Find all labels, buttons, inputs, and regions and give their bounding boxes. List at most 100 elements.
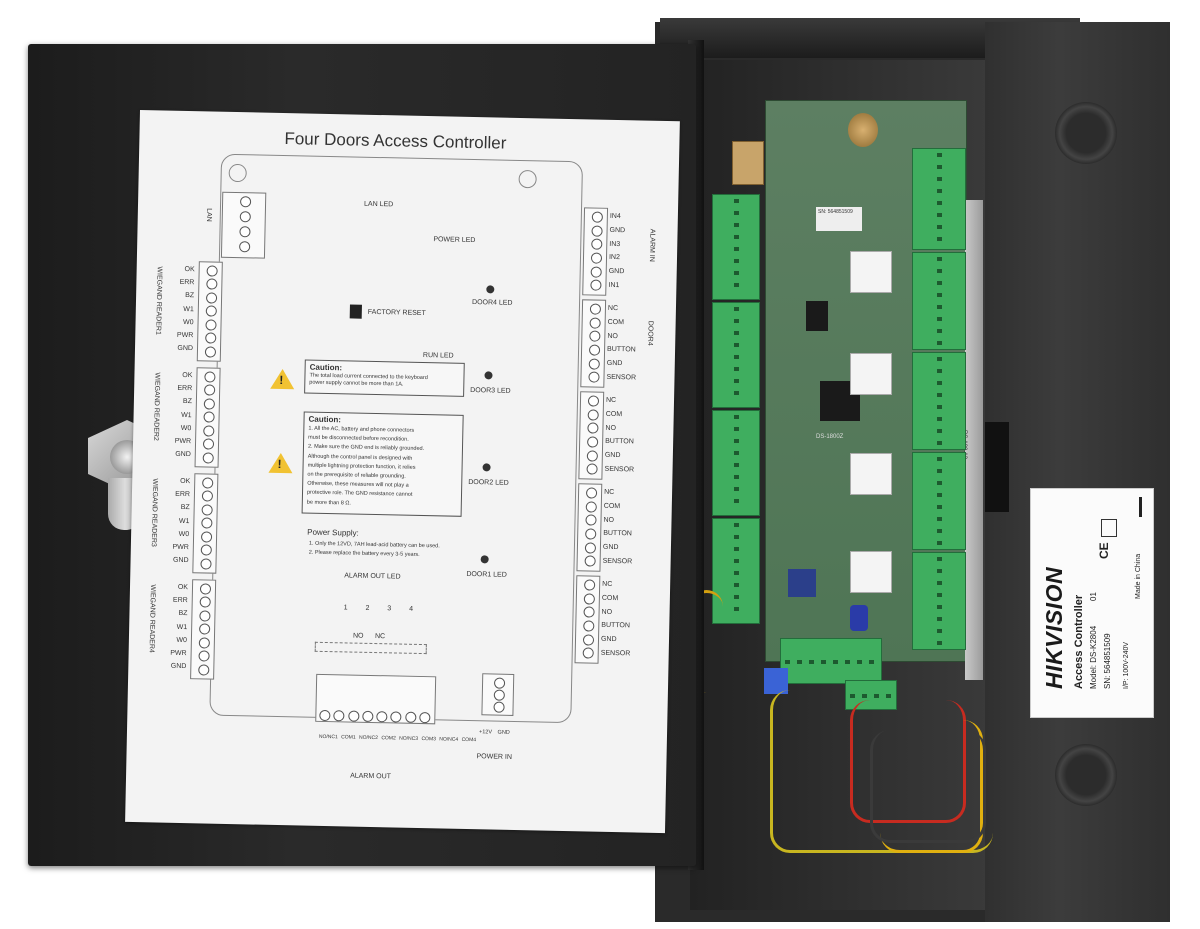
reader2-label: WIEGAND READER2 xyxy=(152,372,161,441)
terminal-screw-icon xyxy=(587,422,599,434)
terminal-screw-icon xyxy=(587,395,600,407)
door3-led-label: DOOR3 LED xyxy=(470,386,511,395)
terminal-screw-icon xyxy=(582,647,594,659)
terminal-screw-icon xyxy=(202,477,214,489)
terminal-screw-icon xyxy=(589,330,601,343)
label-model: Model: DS-K2804 xyxy=(1089,625,1098,689)
terminal-slot-icon xyxy=(734,523,739,527)
power-supply-title: Power Supply: xyxy=(307,527,359,538)
reader4-terminal xyxy=(190,579,217,680)
terminal-slot-icon xyxy=(937,441,942,445)
terminal-slot-icon xyxy=(734,307,739,311)
label-product: Access Controller xyxy=(1073,594,1085,689)
reader1-label: WIEGAND READER1 xyxy=(154,266,163,335)
terminal-slot-icon xyxy=(937,281,942,285)
terminal-block-door1[interactable] xyxy=(912,552,966,650)
terminal-screw-icon xyxy=(205,305,217,317)
run-led-label: RUN LED xyxy=(422,351,454,360)
terminal-slot-icon xyxy=(734,487,739,491)
terminal-slot-icon xyxy=(937,177,942,181)
label-origin: Made in China xyxy=(1135,553,1142,599)
terminal-slot-icon xyxy=(734,331,739,335)
terminal-slot-icon xyxy=(734,199,739,203)
terminal-screw-icon xyxy=(590,279,602,292)
terminal-screw-icon xyxy=(590,266,602,278)
door2-led-label: DOOR2 LED xyxy=(468,478,509,487)
terminal-slot-icon xyxy=(937,405,942,409)
terminal-block-alarm-out[interactable] xyxy=(780,638,882,684)
terminal-slot-icon xyxy=(734,223,739,227)
terminal-screw-icon xyxy=(199,610,211,622)
terminal-slot-icon xyxy=(937,237,942,241)
blue-terminal[interactable] xyxy=(764,668,788,694)
terminal-slot-icon xyxy=(937,505,942,509)
sheet-title: Four Doors Access Controller xyxy=(284,129,507,153)
terminal-slot-icon xyxy=(734,379,739,383)
weee-bin-icon xyxy=(1101,519,1117,537)
terminal-slot-icon xyxy=(734,319,739,323)
terminal-slot-icon xyxy=(937,617,942,621)
terminal-slot-icon xyxy=(937,305,942,309)
terminal-slot-icon xyxy=(937,517,942,521)
terminal-slot-icon xyxy=(869,660,874,664)
terminal-screw-icon xyxy=(585,528,597,540)
terminal-slot-icon xyxy=(937,293,942,297)
terminal-slot-icon xyxy=(734,271,739,275)
label-rev: 01 xyxy=(1089,592,1098,601)
terminal-slot-icon xyxy=(734,547,739,551)
terminal-block-alarm-in[interactable] xyxy=(912,148,966,250)
terminal-screw-icon xyxy=(201,517,213,529)
terminal-slot-icon xyxy=(734,475,739,479)
terminal-screw-icon xyxy=(585,514,597,526)
door4-terminal xyxy=(580,299,607,388)
caution2-text: 1. All the AC, battery and phone connect… xyxy=(306,425,425,507)
dip-switch[interactable] xyxy=(788,569,816,597)
terminal-screw-icon xyxy=(493,677,506,689)
terminal-slot-icon xyxy=(937,557,942,561)
terminal-slot-icon xyxy=(937,201,942,205)
terminal-screw-icon xyxy=(206,278,218,291)
terminal-slot-icon xyxy=(845,660,850,664)
terminal-slot-icon xyxy=(833,660,838,664)
terminal-block-door3[interactable] xyxy=(912,352,966,450)
terminal-screw-icon xyxy=(199,596,211,609)
terminal-block-door4[interactable] xyxy=(912,252,966,350)
terminal-slot-icon xyxy=(937,225,942,229)
terminal-screw-icon xyxy=(239,196,252,208)
terminal-slot-icon xyxy=(734,607,739,611)
terminal-screw-icon xyxy=(585,487,598,499)
terminal-slot-icon xyxy=(937,153,942,157)
terminal-block-door2[interactable] xyxy=(912,452,966,550)
terminal-screw-icon xyxy=(205,319,217,331)
terminal-slot-icon xyxy=(734,463,739,467)
relay-2 xyxy=(850,453,892,495)
terminal-screw-icon xyxy=(333,710,345,722)
reader4-label: WIEGAND READER4 xyxy=(147,584,157,653)
terminal-slot-icon xyxy=(937,317,942,321)
terminal-block-reader3[interactable] xyxy=(712,410,760,516)
caution2-box: Caution: 1. All the AC, battery and phon… xyxy=(301,411,464,517)
terminal-slot-icon xyxy=(821,660,826,664)
terminal-slot-icon xyxy=(937,641,942,645)
terminal-slot-icon xyxy=(937,581,942,585)
terminal-screw-icon xyxy=(204,384,216,397)
power-in-terminal xyxy=(481,673,515,716)
terminal-block-reader2[interactable] xyxy=(712,302,760,408)
terminal-screw-icon xyxy=(591,211,603,223)
terminal-screw-icon xyxy=(200,557,212,570)
terminal-screw-icon xyxy=(589,303,602,315)
terminal-screw-icon xyxy=(589,317,601,329)
terminal-block-power-in[interactable] xyxy=(845,680,897,710)
terminal-slot-icon xyxy=(937,341,942,345)
terminal-block-reader1[interactable] xyxy=(712,194,760,300)
terminal-slot-icon xyxy=(937,189,942,193)
terminal-slot-icon xyxy=(734,235,739,239)
wiring-diagram-sheet: Four Doors Access Controller LAN LAN LED… xyxy=(125,110,680,834)
alarm-out-pin-names: NO/NC1 COM1 NO/NC2 COM2 NO/NC3 COM3 NO/N… xyxy=(318,733,477,744)
